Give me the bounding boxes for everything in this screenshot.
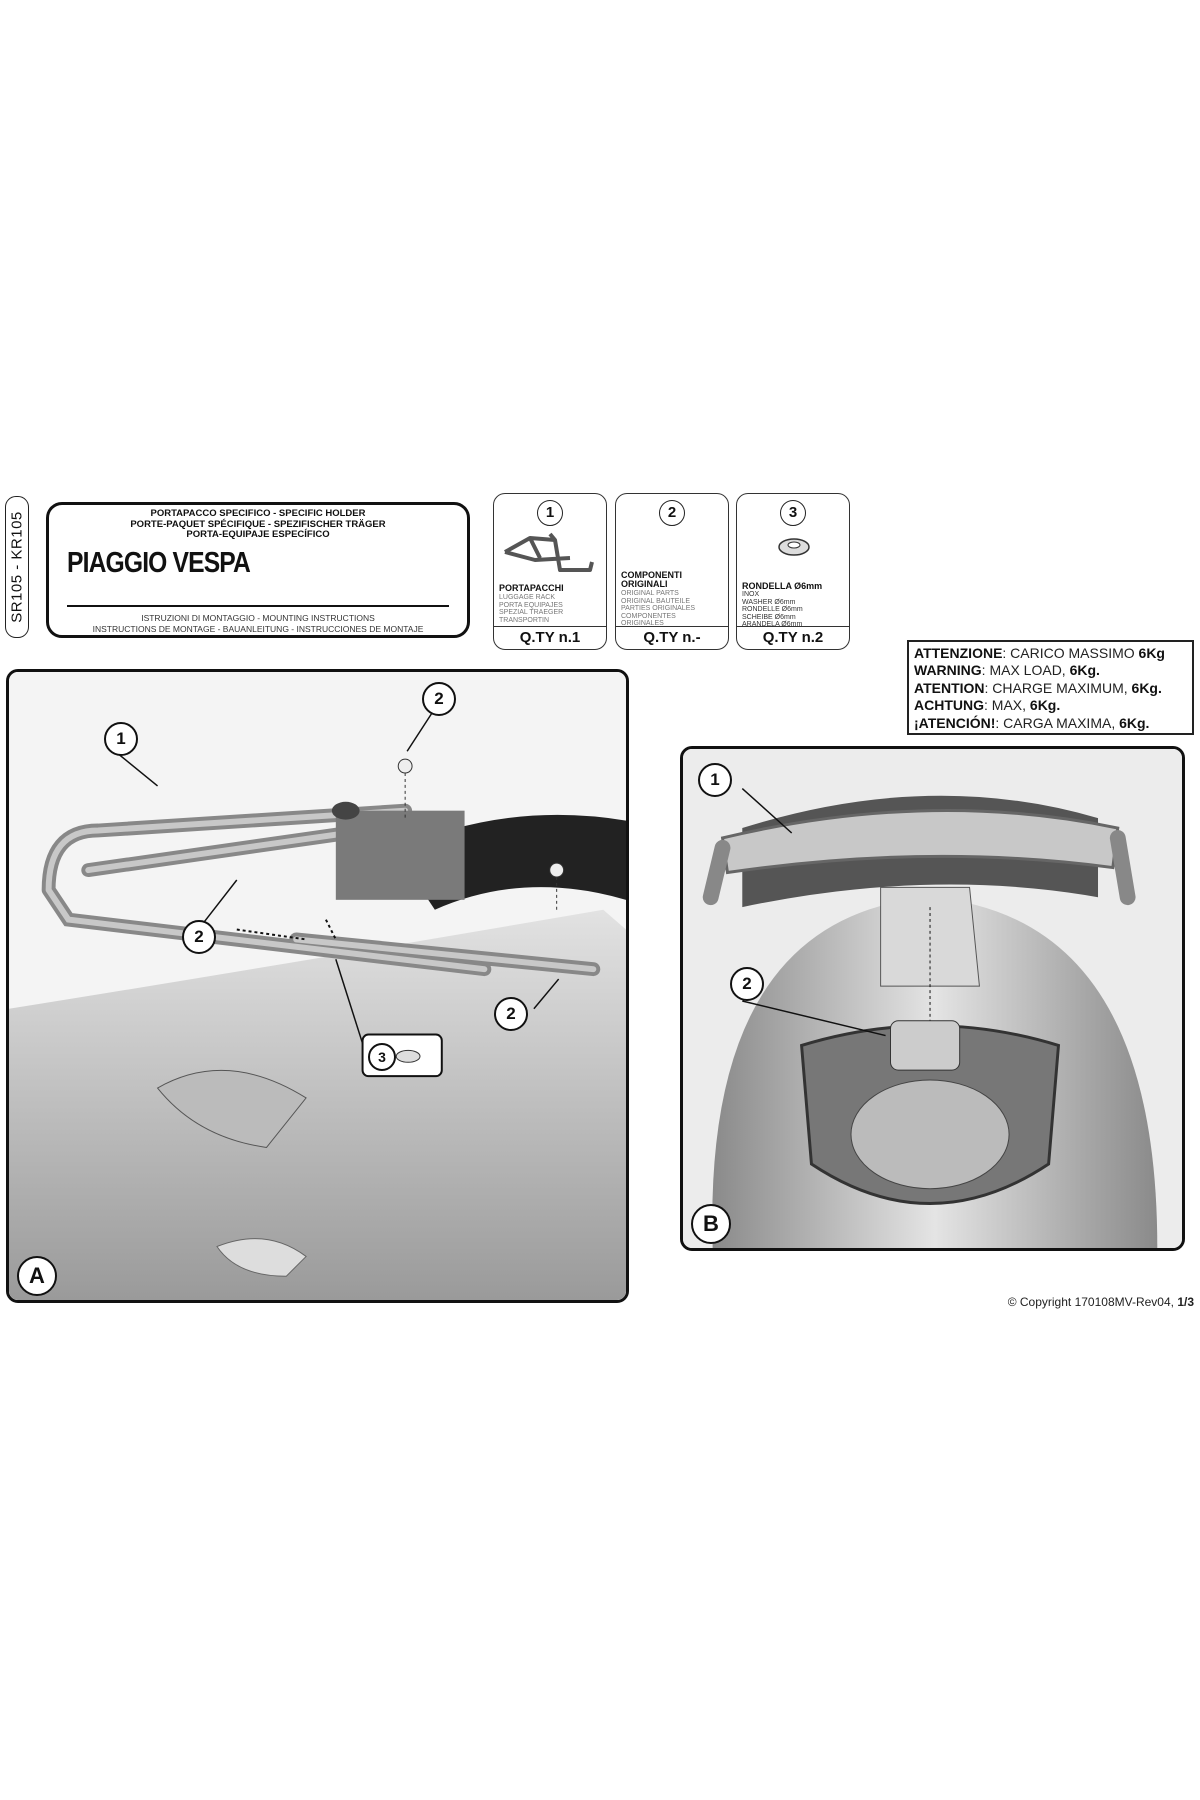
max-load-warning: ATTENZIONE: CARICO MASSIMO 6Kg WARNING: … (907, 640, 1194, 735)
model-code-label: SR105 - KR105 (5, 496, 29, 638)
callout-1: 1 (698, 763, 732, 797)
part-number: 2 (659, 500, 685, 526)
scooter-rear-rack-illustration (9, 672, 626, 1300)
header-box: PORTAPACCO SPECIFICO - SPECIFIC HOLDER P… (46, 502, 470, 638)
copyright-notice: © Copyright 170108MV-Rev04, 1/3 (1007, 1295, 1194, 1309)
part-number: 1 (537, 500, 563, 526)
document-title: PIAGGIO VESPA (67, 547, 251, 579)
callout-1: 1 (104, 722, 138, 756)
callout-2: 2 (730, 967, 764, 1001)
callout-2: 2 (422, 682, 456, 716)
quantity: Q.TY n.2 (737, 626, 849, 649)
subtitle-line: PORTAPACCO SPECIFICO - SPECIFIC HOLDER (150, 508, 366, 519)
callout-2: 2 (494, 997, 528, 1031)
part-number: 3 (780, 500, 806, 526)
panel-letter-a: A (17, 1256, 57, 1296)
footer-line: ISTRUZIONI DI MONTAGGIO - MOUNTING INSTR… (92, 613, 424, 634)
washer-icon (778, 538, 810, 556)
panel-b-photo: 1 2 B (680, 746, 1185, 1251)
callout-3: 3 (368, 1043, 396, 1071)
subtitle-line: PORTA-EQUIPAJE ESPECÍFICO (186, 529, 330, 540)
callout-2: 2 (182, 920, 216, 954)
divider (67, 605, 449, 607)
panel-a-photo: 1 2 2 2 3 A (6, 669, 629, 1303)
scooter-rear-light-illustration (683, 749, 1182, 1248)
luggage-rack-icon (504, 532, 594, 572)
panel-letter-b: B (691, 1204, 731, 1244)
quantity: Q.TY n.- (616, 626, 728, 649)
quantity: Q.TY n.1 (494, 626, 606, 649)
subtitle-line: PORTE-PAQUET SPÉCIFIQUE - SPEZIFISCHER T… (130, 518, 386, 530)
